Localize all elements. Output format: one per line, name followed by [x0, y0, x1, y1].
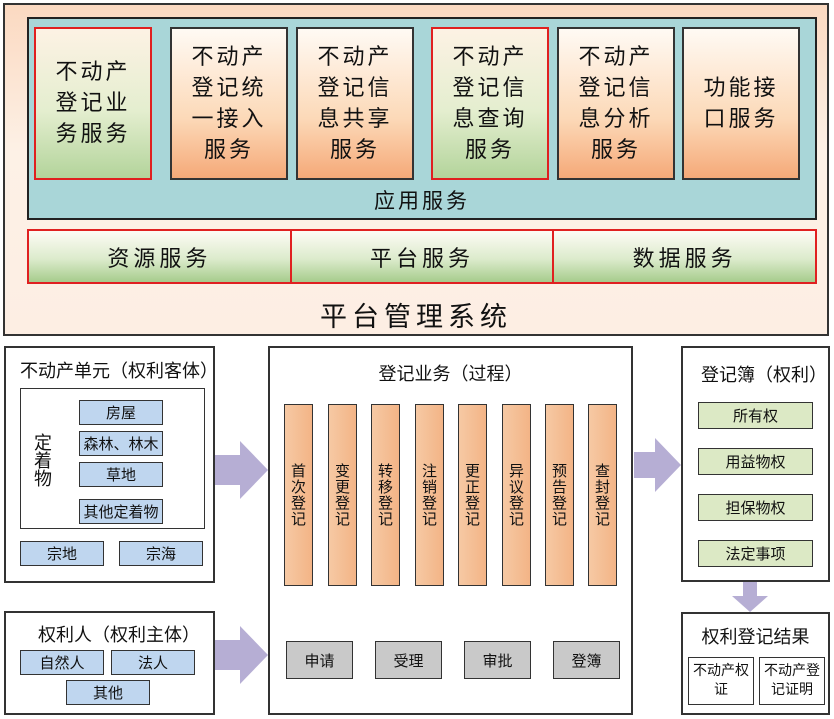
registration-result-panel: 权利登记结果 不动产权 证 不动产登 记证明	[681, 612, 830, 715]
arrow-unit-to-process	[215, 441, 268, 499]
reg-type-change[interactable]: 变更登记	[328, 404, 357, 586]
right-usufruct[interactable]: 用益物权	[698, 448, 813, 475]
arrow-register-to-result	[732, 582, 768, 612]
right-security[interactable]: 担保物权	[698, 494, 813, 521]
step-record[interactable]: 登簿	[553, 641, 620, 679]
service-info-sharing[interactable]: 不动产 登记信 息共享 服务	[296, 27, 414, 180]
reg-type-objection[interactable]: 异议登记	[502, 404, 531, 586]
reg-type-seizure[interactable]: 查封登记	[588, 404, 617, 586]
fixture-forest[interactable]: 森林、林木	[79, 431, 163, 456]
result-title: 权利登记结果	[701, 627, 810, 648]
real-property-unit-panel: 不动产单元（权利客体） 定着物 房屋 森林、林木 草地 其他定着物 宗地 宗海	[4, 346, 218, 583]
fixture-grassland[interactable]: 草地	[79, 462, 163, 487]
registration-proof[interactable]: 不动产登 记证明	[759, 657, 825, 705]
register-book-panel: 登记簿（权利） 所有权 用益物权 担保物权 法定事项	[681, 346, 830, 582]
fixture-other[interactable]: 其他定着物	[79, 499, 163, 524]
step-accept[interactable]: 受理	[375, 641, 442, 679]
resource-service[interactable]: 资源服务	[107, 246, 212, 272]
holder-title: 权利人（权利主体）	[38, 625, 200, 646]
platform-management-system: 不动产 登记业 务服务 不动产 登记统 一接入 服务 不动产 登记信 息共享 服…	[3, 3, 829, 336]
right-holder-panel: 权利人（权利主体） 自然人 法人 其他	[4, 611, 215, 715]
step-approve[interactable]: 审批	[464, 641, 531, 679]
application-services-label: 应用服务	[374, 189, 470, 213]
reg-type-correction[interactable]: 更正登记	[458, 404, 487, 586]
reg-type-first[interactable]: 首次登记	[284, 404, 313, 586]
service-registration-business[interactable]: 不动产 登记业 务服务	[34, 27, 152, 180]
fixtures-group: 定着物	[20, 388, 205, 529]
arrow-holder-to-process	[215, 626, 268, 684]
holder-natural-person[interactable]: 自然人	[20, 650, 104, 675]
unit-title: 不动产单元（权利客体）	[20, 361, 218, 382]
fixtures-label: 定着物	[31, 433, 52, 487]
service-info-query[interactable]: 不动产 登记信 息查询 服务	[431, 27, 549, 180]
right-statutory[interactable]: 法定事项	[698, 540, 813, 567]
registration-process-panel: 登记业务（过程） 首次登记 变更登记 转移登记 注销登记 更正登记 异议登记 预…	[268, 346, 633, 715]
sea-parcel[interactable]: 宗海	[119, 541, 203, 566]
right-ownership[interactable]: 所有权	[698, 402, 813, 429]
fixture-house[interactable]: 房屋	[79, 400, 163, 425]
platform-service[interactable]: 平台服务	[289, 231, 553, 282]
service-info-analysis[interactable]: 不动产 登记信 息分析 服务	[557, 27, 675, 180]
land-parcel[interactable]: 宗地	[20, 541, 104, 566]
platform-label: 平台管理系统	[320, 301, 512, 333]
data-service[interactable]: 数据服务	[552, 231, 815, 282]
application-services-area: 不动产 登记业 务服务 不动产 登记统 一接入 服务 不动产 登记信 息共享 服…	[27, 17, 817, 220]
holder-other[interactable]: 其他	[66, 680, 150, 705]
reg-type-advance[interactable]: 预告登记	[545, 404, 574, 586]
arrow-process-to-register	[634, 438, 681, 492]
service-function-interface[interactable]: 功能接 口服务	[682, 27, 800, 180]
reg-type-cancel[interactable]: 注销登记	[415, 404, 444, 586]
process-title: 登记业务（过程）	[378, 364, 523, 385]
reg-type-transfer[interactable]: 转移登记	[371, 404, 400, 586]
service-unified-access[interactable]: 不动产 登记统 一接入 服务	[170, 27, 288, 180]
step-apply[interactable]: 申请	[286, 641, 353, 679]
holder-legal-person[interactable]: 法人	[111, 650, 195, 675]
register-title: 登记簿（权利）	[701, 365, 827, 386]
base-services-row: 资源服务 平台服务 数据服务	[27, 229, 817, 284]
property-certificate[interactable]: 不动产权 证	[688, 657, 754, 705]
